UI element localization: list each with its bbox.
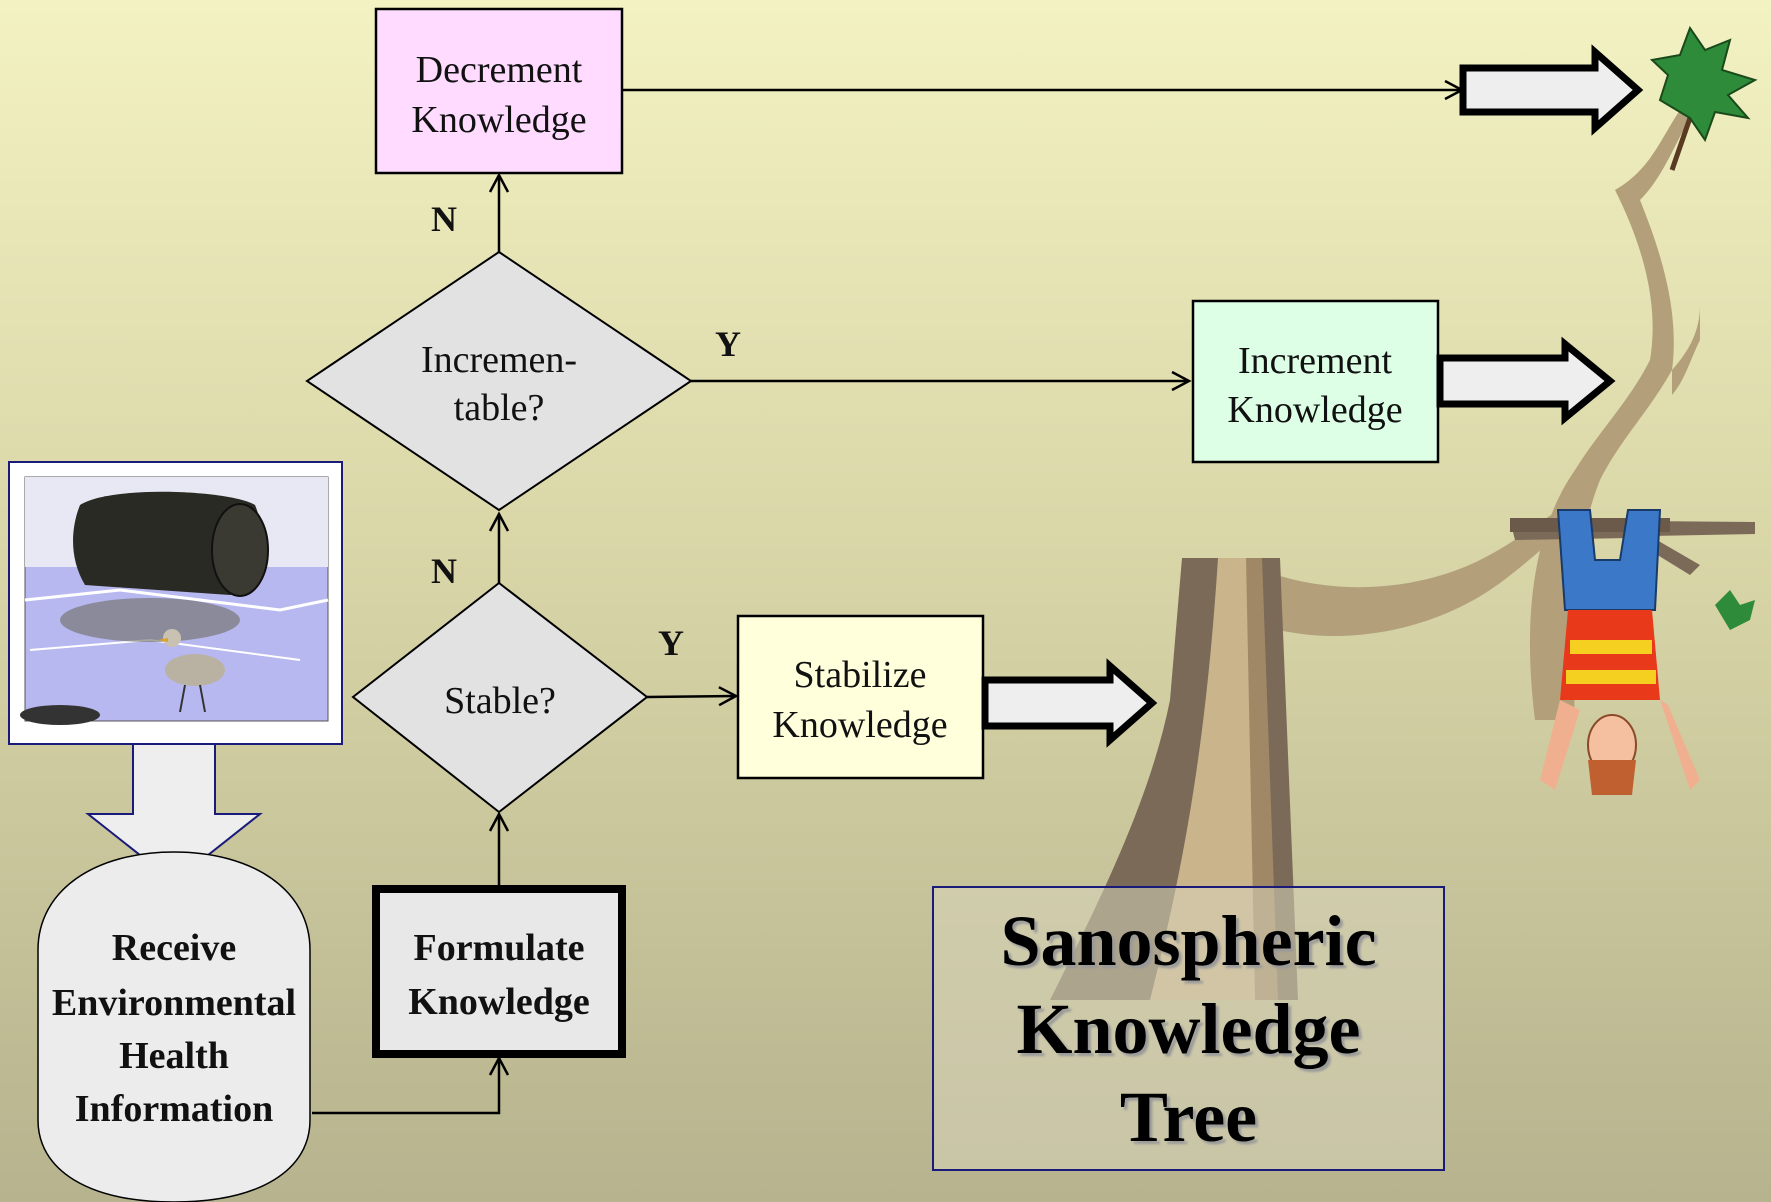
receive-label-line-1: Receive [112, 927, 236, 969]
stabilize-label-line-2: Knowledge [772, 704, 947, 746]
receive-label-line-3: Health [119, 1035, 229, 1077]
increment-label-line-1: Increment [1238, 340, 1392, 382]
stabilize-label-line-1: Stabilize [794, 654, 927, 696]
leaf-icon [1649, 25, 1758, 171]
incrementable-label-line-2: table? [454, 387, 545, 429]
incrementable-node: Incremen- table? [305, 250, 693, 512]
formulate-label-line-1: Formulate [414, 927, 585, 969]
receive-label-line-2: Environmental [52, 982, 296, 1024]
stabilize-to-trunk-block-arrow [981, 658, 1158, 748]
increment-label-line-2: Knowledge [1227, 389, 1402, 431]
photo-to-receive-block-arrow [85, 743, 263, 884]
edge-label-stable-n: N [431, 551, 457, 591]
title-line-3: Tree [1119, 1076, 1258, 1157]
title-line-2: Knowledge [1016, 988, 1361, 1069]
formulate-node: Formulate Knowledge [372, 885, 626, 1058]
decrement-to-leaf-block-arrow [1459, 44, 1644, 136]
stabilize-node: Stabilize Knowledge [736, 614, 985, 780]
edge-label-incrementable-n: N [431, 199, 457, 239]
receive-label-line-4: Information [75, 1088, 273, 1130]
decrement-label-line-2: Knowledge [411, 99, 586, 141]
main-branch [1250, 510, 1565, 637]
decrement-node: Decrement Knowledge [374, 7, 624, 175]
increment-node: Increment Knowledge [1191, 299, 1440, 464]
formulate-label-line-2: Knowledge [408, 981, 590, 1023]
title-line-1: Sanospheric [1000, 900, 1377, 981]
receive-node: Receive Environmental Health Information [37, 851, 311, 1202]
edge-label-stable-y: Y [658, 623, 684, 663]
photo-barrel-seagull [8, 461, 343, 745]
increment-to-branch-block-arrow [1436, 336, 1616, 426]
stable-label: Stable? [444, 680, 556, 722]
edge-receive-to-formulate [312, 1055, 510, 1115]
title-box: Sanospheric Knowledge Tree [932, 886, 1445, 1171]
child-hanging-clipart [1510, 509, 1700, 795]
branch-stub [1672, 305, 1700, 395]
small-leaf-icon [1715, 590, 1755, 630]
edge-stable-to-stabilize [646, 686, 739, 707]
decrement-label-line-1: Decrement [416, 49, 583, 91]
stable-node: Stable? [351, 581, 649, 814]
edge-label-incrementable-y: Y [715, 324, 741, 364]
incrementable-label-line-1: Incremen- [421, 339, 577, 381]
